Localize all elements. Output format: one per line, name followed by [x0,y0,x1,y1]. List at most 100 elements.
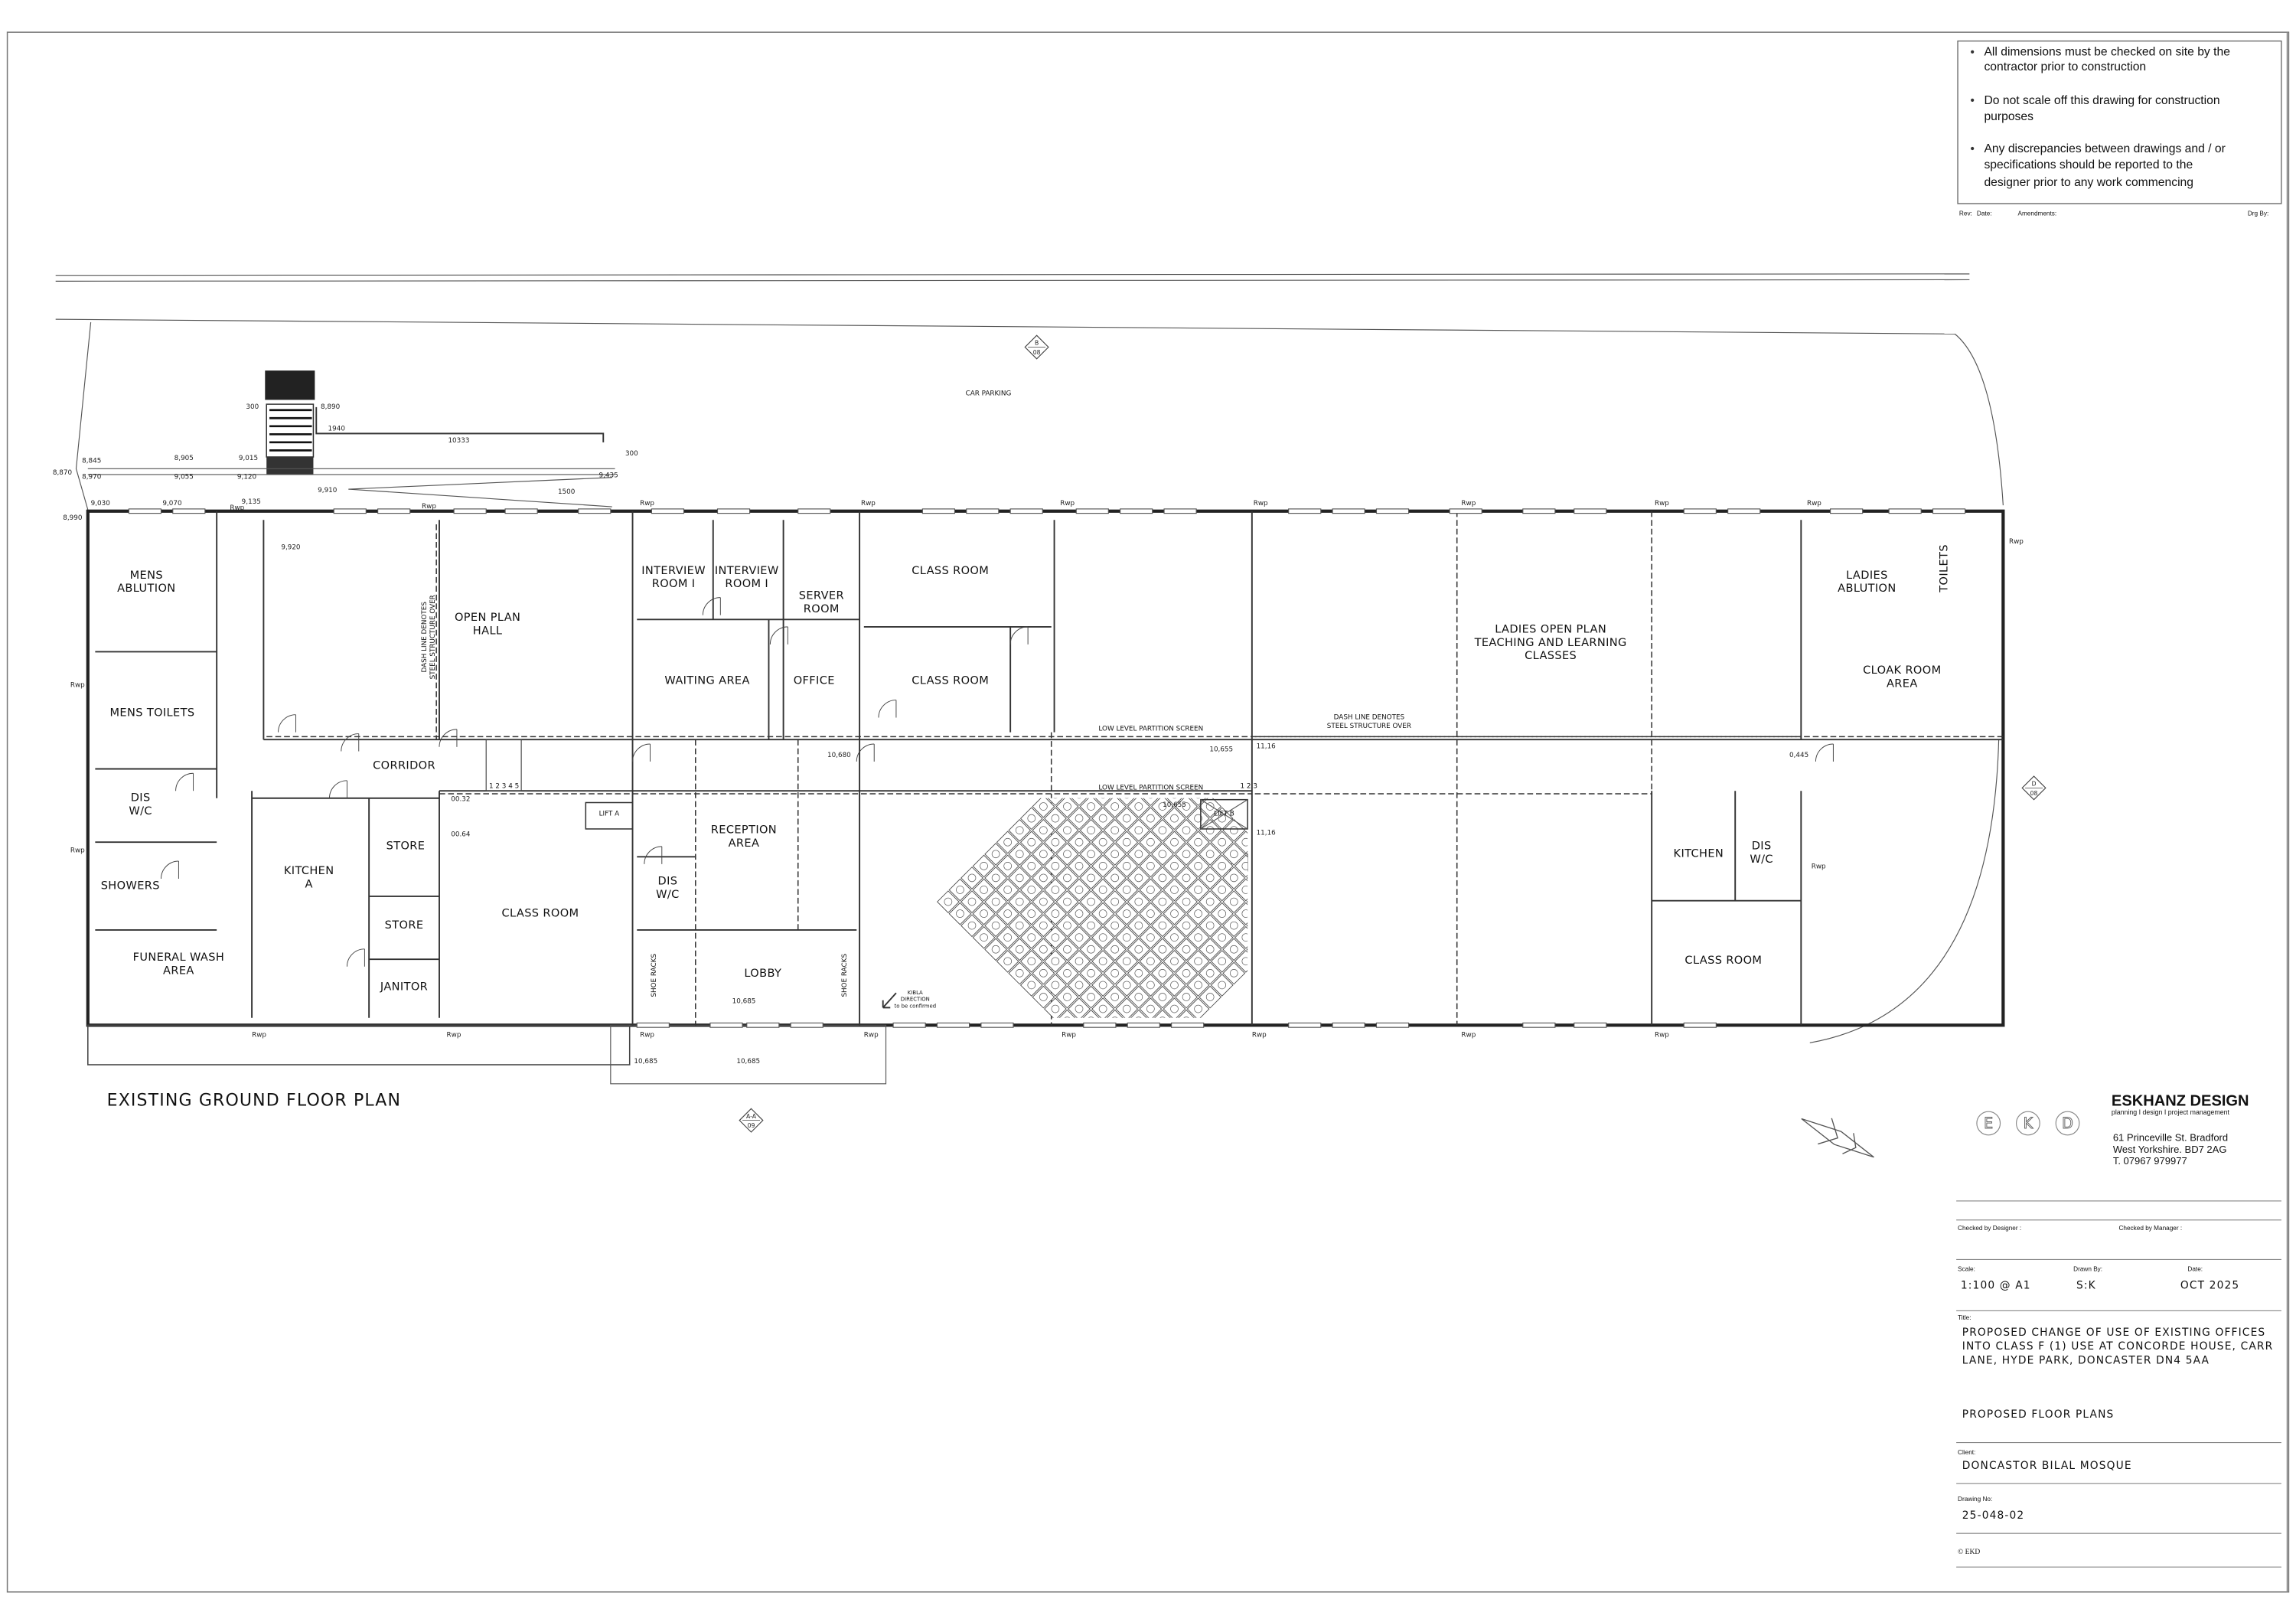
prayer-mat [1186,950,1210,973]
windows [128,508,1966,1028]
level-dimension: 10,655 [1163,801,1186,809]
rwp-label: Rwp [1062,1032,1076,1039]
prayer-mat [1079,938,1103,961]
prayer-mat [1079,890,1103,913]
prayer-mat [1068,807,1091,831]
prayer-mat [1044,878,1067,902]
prayer-mat [1079,866,1103,889]
prayer-mat [1151,866,1174,889]
prayer-mat [1032,961,1055,985]
entrance-ramp [87,370,615,507]
prayer-mat [1055,890,1079,913]
prayer-mat [1175,798,1198,818]
prayer-mat [1186,807,1210,831]
prayer-mat [972,902,996,925]
room-label-line: CLASS ROOM [912,675,989,687]
prayer-mat [1115,831,1139,854]
title-block: Checked by Designer : Checked by Manager… [1956,1200,2281,1568]
prayer-mat [1103,961,1127,985]
section-marker-bottom: 08 [2030,790,2038,797]
room-label: MENS TOILETS [109,707,194,720]
room-label-line: ROOM I [725,578,768,590]
prayer-mat [1199,818,1221,842]
prayer-mat [996,831,1019,854]
section-marker: B08 [1024,335,1049,360]
prayer-mat [1104,1058,1125,1079]
address-line: West Yorkshire. BD7 2AG [2113,1144,2227,1155]
prayer-mat [1163,878,1186,902]
level-dimension: 0,445 [1789,752,1808,759]
prayer-mat [1199,914,1221,938]
prayer-mat [1032,890,1055,913]
room-label-line: AREA [1887,677,1918,690]
logo-letter: D [2062,1115,2073,1132]
scale-label: Scale: [1958,1266,1975,1273]
steel-note-left: STEEL STRUCTURE OVER [429,595,437,679]
prayer-mat [1044,807,1067,831]
level-dimension: 8,990 [63,514,83,522]
steel-note-right: DASH LINE DENOTES [1334,713,1405,721]
prayer-mat [1127,890,1150,913]
prayer-mat [1199,843,1221,866]
room-label-line: OFFICE [794,675,835,687]
prayer-mat [1210,974,1234,997]
prayer-mat [1068,760,1090,782]
prayer-mat [1234,950,1248,973]
prayer-mat [984,914,1007,938]
prayer-mat [1140,760,1161,782]
prayer-mat [1127,843,1150,866]
section-marker: A-A09 [739,1108,764,1133]
logo-letter: E [1984,1115,1993,1132]
prayer-mat [1044,926,1067,949]
level-dimension: 9,070 [162,500,182,507]
date-value: OCT 2025 [2180,1280,2239,1292]
prayer-mat [1210,807,1234,831]
prayer-mat [1055,938,1079,961]
rwp-label: Rwp [1655,1032,1669,1039]
room-label-line: DIS [131,792,151,804]
date-label: Date: [2187,1266,2203,1273]
level-dimension: 11,16 [1257,830,1277,837]
prayer-mat [1115,997,1139,1018]
prayer-mat [1032,938,1055,961]
bullet-icon [1971,98,1975,103]
prayer-mat [1151,818,1174,842]
prayer-mat [1163,926,1186,949]
prayer-mat [1163,807,1186,831]
bullet-icon [1971,146,1975,151]
prayer-mat [1151,938,1174,961]
prayer-mat [1127,985,1150,1009]
level-dimension: 00.32 [451,796,470,804]
rwp-label: Rwp [1060,500,1075,507]
prayer-mat [1127,1009,1150,1018]
prayer-mat [1139,997,1163,1018]
prayer-mat [960,866,983,889]
prayer-mat [1008,890,1032,913]
prayer-mat [1008,914,1032,938]
prayer-mat [1080,748,1101,769]
prayer-mat [1104,1034,1125,1056]
prayer-mat [1127,798,1150,818]
prayer-mat [1222,890,1246,913]
prayer-mat [937,890,960,913]
title-label: Title: [1958,1314,1971,1321]
prayer-mat [1283,879,1304,900]
steel-structure-dash-lines [266,511,2004,1026]
rwp-label: Rwp [1252,1032,1267,1039]
prayer-mat [1259,855,1280,876]
prayer-mat [1294,891,1316,912]
prayer-mat [1175,914,1198,938]
rwp-label: Rwp [1254,500,1268,507]
logo-circle [2015,1111,2040,1136]
prayer-mat [1068,926,1091,949]
prayer-mat [1175,985,1198,1009]
prayer-mat [984,843,1007,866]
room-label: LOBBY [744,968,781,980]
car-parking-label: CAR PARKING [966,390,1012,398]
address-line: T. 07967 979977 [2113,1155,2187,1167]
room-label-line: MENS [130,569,163,582]
